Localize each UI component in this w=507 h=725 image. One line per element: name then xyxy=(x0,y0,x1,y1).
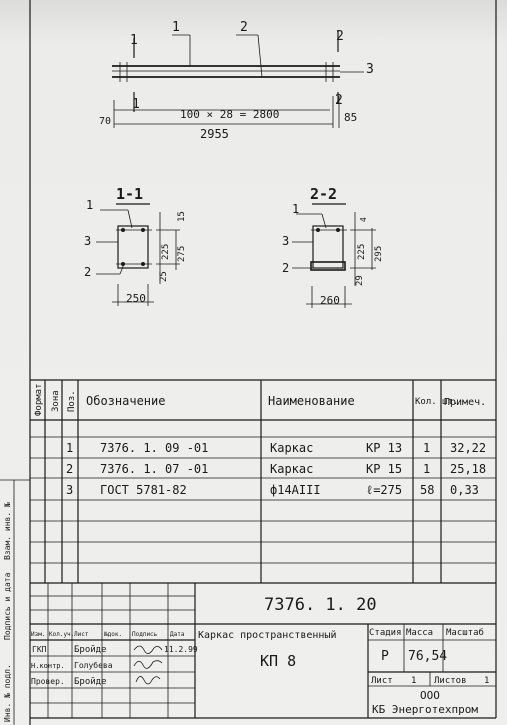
spec-row-pos: 3 xyxy=(66,483,73,497)
s1-pos-2: 2 xyxy=(84,265,91,279)
stamp-org: КБ Энерготехпром xyxy=(372,703,478,716)
stamp-person: Бройде xyxy=(74,645,107,655)
s1-width: 250 xyxy=(126,292,146,305)
s2-bottom: 29 xyxy=(355,275,365,286)
s1-top: 15 xyxy=(177,211,187,222)
stamp-col-kol: Кол.уч. xyxy=(49,631,74,638)
spec-row-qty: 1 xyxy=(423,462,430,476)
stamp-role: Н.контр. xyxy=(31,662,65,670)
spec-row-name: Каркас xyxy=(270,462,313,476)
elev-pos-2: 2 xyxy=(240,20,248,35)
stamp-role: Провер. xyxy=(31,677,65,686)
hdr-note: Примеч. xyxy=(444,397,486,408)
hdr-name: Наименование xyxy=(268,394,355,408)
elev-section-mark-left-2: 1 xyxy=(132,97,140,112)
side-replace-label: Взам. инв. № xyxy=(3,502,12,560)
s2-pos-3: 3 xyxy=(282,234,289,248)
section-2-2-drawing xyxy=(292,203,376,308)
stamp-col-sign: Подпись xyxy=(132,631,158,638)
dim-span-formula: 100 × 28 = 2800 xyxy=(180,108,279,121)
elev-section-mark-left: 1 xyxy=(130,33,138,48)
hdr-zone: Зона xyxy=(51,390,61,412)
section-1-1-title: 1-1 xyxy=(116,185,143,203)
s2-h2: 295 xyxy=(374,246,384,262)
spec-row-name: ф14АIII xyxy=(270,483,321,497)
spec-row-pos: 2 xyxy=(66,462,73,476)
stamp-role: ГКП xyxy=(32,645,47,654)
stamp-sheets-label: Листов xyxy=(434,676,467,686)
stamp-sheet-label: Лист xyxy=(371,676,393,686)
stamp-person: Бройде xyxy=(74,677,107,687)
stamp-col-doc: №док. xyxy=(104,631,122,638)
spec-row: 3 ГОСТ 5781-82 ф14АIII ℓ=275 58 0,33 xyxy=(66,483,479,497)
spec-row-mark: КР 13 xyxy=(366,441,402,455)
s2-pos-2: 2 xyxy=(282,261,289,275)
stamp-title: Каркас пространственный xyxy=(198,629,336,641)
stamp-sheet: 1 xyxy=(411,676,416,686)
section-2-2-title: 2-2 xyxy=(310,185,337,203)
hdr-designation: Обозначение xyxy=(86,394,165,408)
s2-h1: 225 xyxy=(357,244,367,260)
spec-row-designation: 7376. 1. 09 -01 xyxy=(100,441,208,455)
stamp-mass: 76,54 xyxy=(408,649,447,664)
s1-h2: 275 xyxy=(177,246,187,262)
stamp-scale-label: Масштаб xyxy=(446,627,484,638)
spec-row-name: Каркас xyxy=(270,441,313,455)
elev-pos-3: 3 xyxy=(366,62,374,77)
stamp-mass-label: Масса xyxy=(406,628,433,638)
stamp-doc-number: 7376. 1. 20 xyxy=(264,595,377,615)
s2-pos-1: 1 xyxy=(292,202,299,216)
stamp-sheets: 1 xyxy=(484,676,489,686)
hdr-qty: Кол. шт. xyxy=(415,397,458,407)
s1-bottom: 25 xyxy=(159,271,169,282)
spec-row-designation: 7376. 1. 07 -01 xyxy=(100,462,208,476)
spec-row-note: 0,33 xyxy=(450,483,479,497)
stamp-stage-label: Стадия xyxy=(369,628,402,638)
hdr-pos: Поз. xyxy=(67,390,77,412)
dim-right-end: 85 xyxy=(344,111,357,124)
spec-row-pos: 1 xyxy=(66,441,73,455)
side-inv-label: Инв. № подл. xyxy=(3,664,12,722)
hdr-format: Формат xyxy=(34,383,44,416)
s2-width: 260 xyxy=(320,294,340,307)
spec-row-note: 32,22 xyxy=(450,441,486,455)
spec-row-qty: 1 xyxy=(423,441,430,455)
elev-pos-1: 1 xyxy=(172,20,180,35)
side-sign-label: Подпись и дата xyxy=(3,572,12,640)
dim-total-length: 2955 xyxy=(200,127,229,141)
dim-left-end: 70 xyxy=(99,116,111,127)
spec-row-designation: ГОСТ 5781-82 xyxy=(100,483,187,497)
section-1-1-drawing xyxy=(96,203,180,306)
spec-row-qty: 58 xyxy=(420,483,434,497)
spec-table-grid xyxy=(30,379,496,583)
stamp-org-form: ООО xyxy=(420,689,440,702)
title-block-grid xyxy=(30,582,496,718)
spec-row: 2 7376. 1. 07 -01 Каркас КР 15 1 25,18 xyxy=(66,462,486,476)
s2-top: 4 xyxy=(359,217,368,222)
s1-pos-3: 3 xyxy=(84,234,91,248)
stamp-col-izm: Изм. xyxy=(31,631,45,638)
elev-section-mark-right-2: 2 xyxy=(335,93,343,108)
stamp-date: 11.2.99 xyxy=(164,645,198,654)
stamp-person: Голубева xyxy=(74,660,113,670)
spec-row-mark: ℓ=275 xyxy=(366,483,402,497)
stamp-col-date: Дата xyxy=(170,631,185,638)
elev-section-mark-right: 2 xyxy=(336,29,344,44)
stamp-code: КП 8 xyxy=(260,652,296,670)
spec-row-note: 25,18 xyxy=(450,462,486,476)
stamp-stage: Р xyxy=(381,649,389,664)
beam-elevation xyxy=(112,30,364,128)
stamp-col-list: Лист xyxy=(74,631,89,638)
signature-marks xyxy=(133,645,163,685)
spec-row-mark: КР 15 xyxy=(366,462,402,476)
s1-pos-1: 1 xyxy=(86,198,93,212)
s1-h1: 225 xyxy=(161,244,171,260)
spec-row: 1 7376. 1. 09 -01 Каркас КР 13 1 32,22 xyxy=(66,441,486,455)
